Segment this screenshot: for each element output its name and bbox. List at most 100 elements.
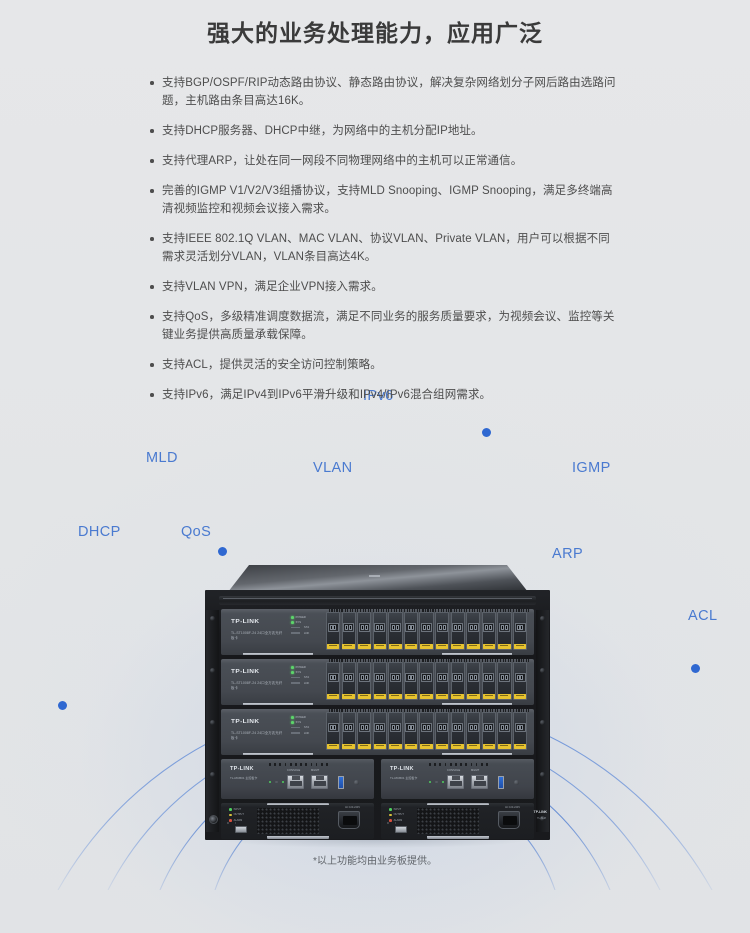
psu-led-group: INPUT OUTPUT ALARM (229, 808, 244, 824)
sfp-port[interactable] (435, 609, 452, 650)
psu-handle-top[interactable] (267, 803, 329, 805)
dot-far-right (690, 663, 700, 673)
port-pin-row (453, 609, 468, 612)
sfp-port[interactable] (357, 609, 374, 650)
port-number-label (513, 693, 527, 699)
sfp-port[interactable] (357, 659, 374, 700)
sfp-port[interactable] (403, 709, 421, 750)
sfp-port[interactable] (419, 659, 436, 700)
chassis-front-lip (219, 596, 536, 605)
sfp-cage (358, 623, 370, 632)
sfp-port[interactable] (388, 709, 405, 750)
card-handle-left[interactable] (243, 653, 313, 655)
sfp-port[interactable] (435, 709, 452, 750)
card-handle-right[interactable] (442, 753, 512, 755)
psu-power-switch[interactable] (235, 826, 247, 833)
sfp-port[interactable] (435, 659, 452, 700)
sfp-port[interactable] (372, 659, 390, 700)
usb-port[interactable] (338, 776, 344, 789)
arc-label-arp: ARP (552, 546, 584, 562)
sfp-cage (452, 673, 464, 682)
sfp-cage (374, 623, 386, 632)
sfp-port[interactable] (512, 609, 530, 650)
sfp-port[interactable] (372, 709, 390, 750)
psu-handle-top[interactable] (427, 803, 489, 805)
sfp-port[interactable] (341, 609, 359, 650)
port-pin-row (484, 659, 499, 662)
sfp-port[interactable] (466, 709, 483, 750)
sfp-port[interactable] (419, 709, 436, 750)
sfp-cage (467, 623, 479, 632)
psu-handle[interactable] (267, 836, 329, 839)
power-supply-2[interactable]: INPUT OUTPUT ALARM AC 100-240V O I (381, 803, 534, 839)
card-handle-left[interactable] (243, 753, 313, 755)
footnote: *以上功能均由业务板提供。 (313, 856, 437, 867)
port-number-label (451, 693, 464, 699)
sfp-port[interactable] (450, 659, 468, 700)
sfp-port[interactable] (388, 609, 405, 650)
port-number-label (467, 643, 480, 649)
sfp-port[interactable] (481, 609, 499, 650)
console-port[interactable] (447, 775, 464, 789)
psu-handle[interactable] (427, 836, 489, 839)
port-number-label (342, 743, 355, 749)
line-card-1[interactable]: TP-LINK TL-ST1008F-24 24口全万兆光纤板卡 POWER S… (221, 609, 534, 655)
sfp-port[interactable] (341, 709, 359, 750)
port-number-label (482, 693, 496, 699)
sfp-port[interactable] (497, 609, 514, 650)
sfp-port[interactable] (497, 659, 514, 700)
arc-label-dhcp: DHCP (78, 524, 121, 540)
management-module-2[interactable]: TP-LINK TL-MCB01 主控板卡 CONSOLE MGMT (381, 759, 534, 799)
management-module-1[interactable]: TP-LINK TL-MCB01 主控板卡 CONSOLE MGMT (221, 759, 374, 799)
rail-screw (210, 616, 215, 621)
sfp-port-group (326, 609, 530, 650)
sfp-port[interactable] (512, 709, 530, 750)
chassis-power-indicator (209, 815, 218, 824)
sfp-port[interactable] (326, 659, 343, 700)
card-handle-right[interactable] (442, 653, 512, 655)
mgmt-port[interactable] (311, 775, 328, 789)
sfp-port[interactable] (326, 609, 343, 650)
port-pin-row (422, 709, 436, 712)
sfp-port[interactable] (497, 709, 514, 750)
sfp-port[interactable] (326, 709, 343, 750)
mgmt-port[interactable] (471, 775, 488, 789)
port-pin-row (515, 609, 530, 612)
sfp-port[interactable] (450, 709, 468, 750)
sfp-port[interactable] (403, 609, 421, 650)
line-card-2[interactable]: TP-LINK TL-ST1008F-24 24口全万兆光纤板卡 POWER S… (221, 659, 534, 705)
line-card-3[interactable]: TP-LINK TL-ST1008F-24 24口全万兆光纤板卡 POWER S… (221, 709, 534, 755)
psu-power-socket[interactable] (338, 811, 360, 829)
sfp-port[interactable] (357, 709, 374, 750)
psu-power-switch[interactable] (395, 826, 407, 833)
sfp-port[interactable] (512, 659, 530, 700)
sfp-port[interactable] (341, 659, 359, 700)
port-pin-row (484, 709, 499, 712)
port-number-label (435, 643, 449, 649)
sfp-cage (452, 623, 464, 632)
card-handle-left[interactable] (243, 703, 313, 705)
mgmt-port-label: MGMT (471, 769, 480, 772)
sfp-port[interactable] (388, 659, 405, 700)
sfp-port[interactable] (466, 659, 483, 700)
usb-port[interactable] (498, 776, 504, 789)
sfp-port[interactable] (481, 659, 499, 700)
sfp-port[interactable] (372, 609, 390, 650)
sfp-port[interactable] (403, 659, 421, 700)
sfp-cage (436, 673, 448, 682)
sfp-port[interactable] (419, 609, 436, 650)
psu-power-socket[interactable] (498, 811, 520, 829)
sfp-port[interactable] (481, 709, 499, 750)
sfp-port[interactable] (450, 609, 468, 650)
power-supply-1[interactable]: INPUT OUTPUT ALARM AC 100-240V O I (221, 803, 374, 839)
reset-button[interactable] (514, 780, 519, 785)
dot-top-right (481, 427, 491, 437)
sfp-port[interactable] (466, 609, 483, 650)
console-port[interactable] (287, 775, 304, 789)
rail-screw (540, 816, 545, 821)
reset-button[interactable] (354, 780, 359, 785)
sfp-cage (343, 673, 355, 682)
rail-screw (210, 668, 215, 673)
feature-item: 支持VLAN VPN，满足企业VPN接入需求。 (150, 278, 620, 296)
card-handle-right[interactable] (442, 703, 512, 705)
